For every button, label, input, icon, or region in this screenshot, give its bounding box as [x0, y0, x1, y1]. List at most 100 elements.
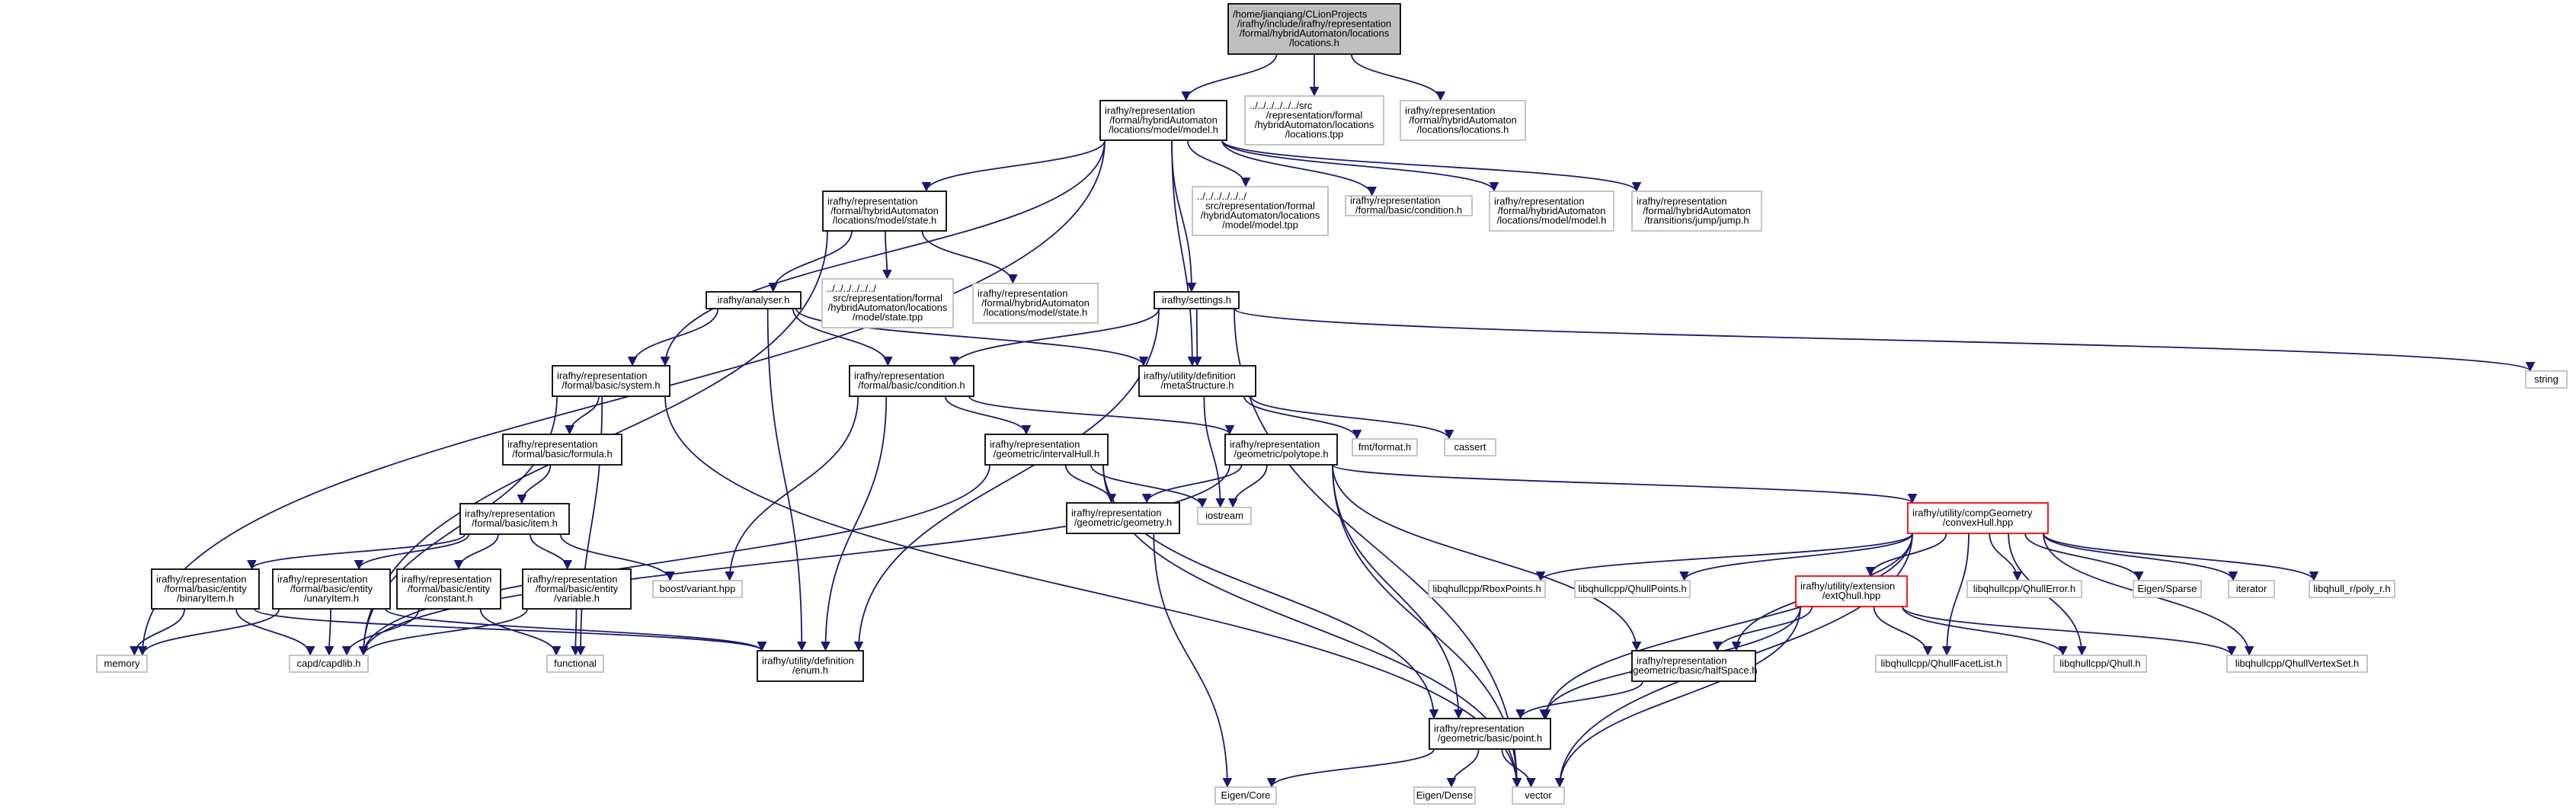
node-box [757, 650, 864, 682]
node-variable-h[interactable]: irafhy/representation/formal/basic/entit… [522, 568, 632, 610]
edge-unaryItem-h-to-capdlib [324, 608, 334, 656]
node-box [972, 283, 1099, 324]
node-vector[interactable]: vector [1512, 786, 1565, 805]
edge-convexHull-hpp-to-point-h [1541, 533, 1913, 719]
node-box [821, 278, 954, 328]
node-extQhull-hpp[interactable]: irafhy/utility/extension/extQhull.hpp [1795, 575, 1908, 607]
node-formula-h[interactable]: irafhy/representation/formal/basic/formu… [502, 434, 622, 466]
node-state-tpp[interactable]: ../../../../../../src/representation/for… [821, 278, 954, 328]
edge-state-h-to-analyser-h [768, 230, 853, 293]
node-model-h2[interactable]: irafhy/representation/formal/hybridAutom… [1489, 190, 1614, 232]
node-model-tpp[interactable]: ../../../../../../src/representation/for… [1192, 186, 1329, 236]
node-model-h[interactable]: irafhy/representation/formal/hybridAutom… [1099, 100, 1227, 141]
node-QhullVertexSet[interactable]: libqhullcpp/QhullVertexSet.h [2226, 655, 2368, 673]
node-box [2053, 655, 2147, 673]
node-Qhull-h[interactable]: libqhullcpp/Qhull.h [2053, 655, 2147, 673]
edge-extQhull-hpp-to-vector [1554, 606, 1801, 788]
node-label-line: /extQhull.hpp [1822, 590, 1881, 601]
node-box [396, 568, 501, 610]
node-label-line: capd/capdlib.h [297, 658, 361, 669]
node-label-line: irafhy/representation [1494, 195, 1585, 207]
node-Eigen-Dense[interactable]: Eigen/Dense [1413, 786, 1476, 805]
node-state-h2[interactable]: irafhy/representation/formal/hybridAutom… [972, 283, 1099, 324]
edge-point-h-to-Eigen-Core [1266, 748, 1435, 788]
node-condition-h[interactable]: irafhy/representation/formal/basic/condi… [849, 365, 974, 397]
node-locations-h2[interactable]: irafhy/representation/formal/hybridAutom… [1400, 100, 1526, 141]
node-label-line: /formal/basic/system.h [562, 379, 660, 391]
node-functional[interactable]: functional [546, 655, 604, 673]
node-halfSpace-h[interactable]: irafhy/representation/geometric/basic/ha… [1630, 650, 1758, 682]
node-unaryItem-h[interactable]: irafhy/representation/formal/basic/entit… [272, 568, 391, 610]
node-label-line: /home/jianqiang/CLionProjects [1233, 8, 1368, 20]
edge-polytope-h-to-iostream [1227, 464, 1268, 508]
node-item-h[interactable]: irafhy/representation/formal/basic/item.… [459, 503, 570, 535]
edge-item-h-to-unaryItem-h [354, 533, 470, 570]
node-label-line: /convexHull.hpp [1943, 517, 2014, 528]
node-binaryItem-h[interactable]: irafhy/representation/formal/basic/entit… [151, 568, 260, 610]
node-poly-r[interactable]: libqhull_r/poly_r.h [2309, 580, 2395, 598]
node-string[interactable]: string [2525, 370, 2568, 389]
edge-convexHull-hpp-to-RboxPoints [1535, 533, 1913, 581]
node-QhullPoints[interactable]: libqhullcpp/QhullPoints.h [1574, 580, 1691, 598]
node-box [1154, 291, 1240, 309]
node-label-line: irafhy/representation [402, 573, 492, 584]
node-box [1489, 190, 1614, 232]
edge-polytope-h-to-geometry-h [1141, 464, 1243, 504]
node-capdlib[interactable]: capd/capdlib.h [289, 655, 369, 673]
node-label-line: Eigen/Sparse [2137, 583, 2197, 594]
node-label-line: irafhy/representation [1230, 439, 1320, 450]
node-polytope-h[interactable]: irafhy/representation/geometric/polytope… [1224, 434, 1338, 466]
node-system-h[interactable]: irafhy/representation/formal/basic/syste… [552, 365, 670, 397]
node-box [1512, 786, 1565, 805]
node-Eigen-Sparse[interactable]: Eigen/Sparse [2133, 580, 2202, 598]
edge-extQhull-hpp-to-QhullFacetList [1873, 606, 1933, 656]
node-label-line: string [2534, 373, 2558, 385]
node-label-line: libqhullcpp/Qhull.h [2059, 658, 2140, 669]
edge-locations-h-to-locations-h2 [1350, 53, 1446, 101]
node-label-line: /constant.h [424, 592, 473, 603]
node-intervalHull-h[interactable]: irafhy/representation/geometric/interval… [984, 434, 1109, 466]
node-geometry-h[interactable]: irafhy/representation/geometric/geometry… [1066, 502, 1180, 534]
node-Eigen-Core[interactable]: Eigen/Core [1214, 786, 1277, 805]
node-constant-h[interactable]: irafhy/representation/formal/basic/entit… [396, 568, 501, 610]
node-box [2226, 655, 2368, 673]
node-cassert[interactable]: cassert [1444, 438, 1496, 456]
node-box [546, 655, 604, 673]
edge-model-h-to-jump-h [1221, 139, 1642, 192]
edge-condition-h-to-polytope-h [968, 395, 1235, 435]
node-locations-tpp[interactable]: ../../../../../../src/representation/for… [1244, 95, 1384, 146]
edge-intervalHull-h-to-capdlib [358, 464, 990, 656]
node-state-h[interactable]: irafhy/representation/formal/hybridAutom… [822, 190, 947, 232]
node-metaStructure-h[interactable]: irafhy/utility/definition/metaStructure.… [1138, 365, 1256, 397]
edge-convexHull-hpp-to-Eigen-Sparse [2024, 533, 2144, 581]
node-enum-h[interactable]: irafhy/utility/definition/enum.h [757, 650, 864, 682]
node-analyser-h[interactable]: irafhy/analyser.h [706, 291, 802, 309]
node-point-h[interactable]: irafhy/representation/geometric/basic/po… [1429, 718, 1551, 750]
node-iostream[interactable]: iostream [1197, 507, 1252, 525]
node-label-line: src/representation/formal [833, 293, 942, 304]
node-boost-variant[interactable]: boost/variant.hpp [652, 580, 743, 598]
node-RboxPoints[interactable]: libqhullcpp/RboxPoints.h [1428, 580, 1546, 598]
node-memory[interactable]: memory [96, 655, 148, 673]
node-iterator[interactable]: iterator [2228, 580, 2275, 598]
node-label-line: irafhy/representation [978, 287, 1068, 299]
node-label-line: /formal/hybridAutomaton [830, 205, 939, 216]
node-QhullFacetList[interactable]: libqhullcpp/QhullFacetList.h [1875, 655, 2008, 673]
edge-state-h-to-state-tpp [882, 230, 892, 280]
node-QhullError[interactable]: libqhullcpp/QhullError.h [1966, 580, 2082, 598]
node-locations-h[interactable]: /home/jianqiang/CLionProjects/irafhy/inc… [1227, 3, 1401, 55]
node-condition-h-ext[interactable]: irafhy/representation/formal/basic/condi… [1345, 195, 1473, 216]
node-box [1227, 3, 1401, 55]
node-fmt-format[interactable]: fmt/format.h [1352, 438, 1418, 456]
node-box [1631, 190, 1762, 232]
edge-extQhull-hpp-to-Qhull-h [1902, 606, 2068, 656]
edge-convexHull-hpp-to-QhullFacetList [1941, 533, 1970, 656]
node-convexHull-hpp[interactable]: irafhy/utility/compGeometry/convexHull.h… [1907, 502, 2049, 534]
edge-extQhull-hpp-to-QhullVertexSet [1902, 606, 2237, 656]
node-label-line: /irafhy/include/irafhy/representation [1237, 18, 1391, 30]
node-label-line: irafhy/utility/definition [1144, 370, 1236, 382]
node-settings-h[interactable]: irafhy/settings.h [1154, 291, 1240, 309]
node-label-line: irafhy/representation [827, 195, 918, 207]
node-box [1428, 580, 1546, 598]
node-jump-h[interactable]: irafhy/representation/formal/hybridAutom… [1631, 190, 1762, 232]
